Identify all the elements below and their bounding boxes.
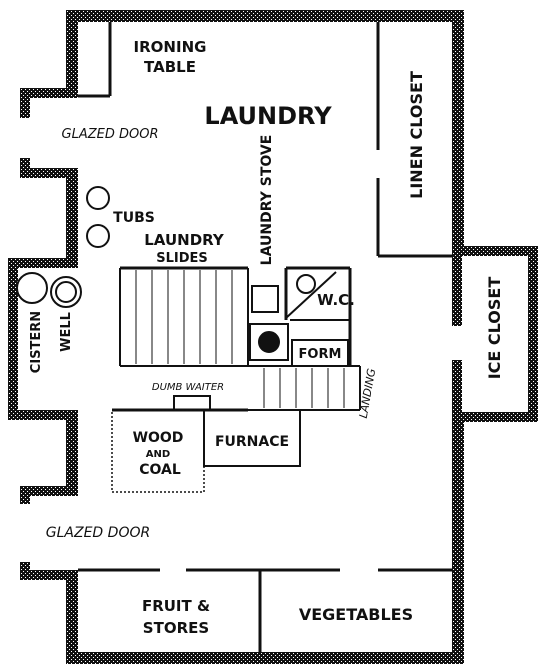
laundry-label: LAUNDRY [204, 102, 332, 130]
labels: IRONING TABLE LAUNDRY GLAZED DOOR LINEN … [29, 38, 504, 637]
slides-label: SLIDES [156, 251, 208, 266]
laundry-stove-label: LAUNDRY STOVE [259, 135, 275, 266]
well-inner-icon [55, 281, 77, 303]
boiler-icon [258, 331, 280, 353]
furnace-label: FURNACE [215, 434, 289, 450]
glazed-door-top-label: GLAZED DOOR [62, 127, 159, 142]
wood-label: WOOD [133, 430, 184, 446]
laundry-slides-label: LAUNDRY [144, 231, 225, 249]
laundry-slides-treads [135, 270, 233, 364]
fixtures [16, 186, 316, 361]
tub-icon [86, 224, 110, 248]
tubs-label: TUBS [113, 210, 155, 226]
glazed-door-bottom-label: GLAZED DOOR [46, 525, 150, 541]
form-label: FORM [299, 347, 342, 362]
landing-treads [263, 368, 345, 408]
outer-walls [8, 10, 538, 664]
dumb-waiter-label: DUMB WAITER [152, 382, 224, 393]
fruit-label: FRUIT & [142, 597, 210, 615]
ironing-table-label: TABLE [144, 58, 196, 76]
stores-label: STORES [143, 619, 209, 637]
cistern-label: CISTERN [29, 311, 44, 373]
vegetables-label: VEGETABLES [299, 605, 413, 624]
ice-closet-label: ICE CLOSET [485, 277, 504, 380]
and-label: AND [146, 449, 170, 460]
stove-box-icon [251, 285, 279, 313]
wc-label: W.C. [317, 291, 355, 309]
cistern-icon [16, 272, 48, 304]
boiler-box-icon [249, 323, 289, 361]
coal-label: COAL [139, 462, 181, 478]
ironing-label: IRONING [134, 38, 207, 56]
well-icon [50, 276, 82, 308]
toilet-icon [296, 274, 316, 294]
linen-closet-label: LINEN CLOSET [407, 71, 426, 199]
well-label: WELL [59, 312, 74, 352]
tub-icon [86, 186, 110, 210]
inner-partitions [78, 22, 452, 652]
